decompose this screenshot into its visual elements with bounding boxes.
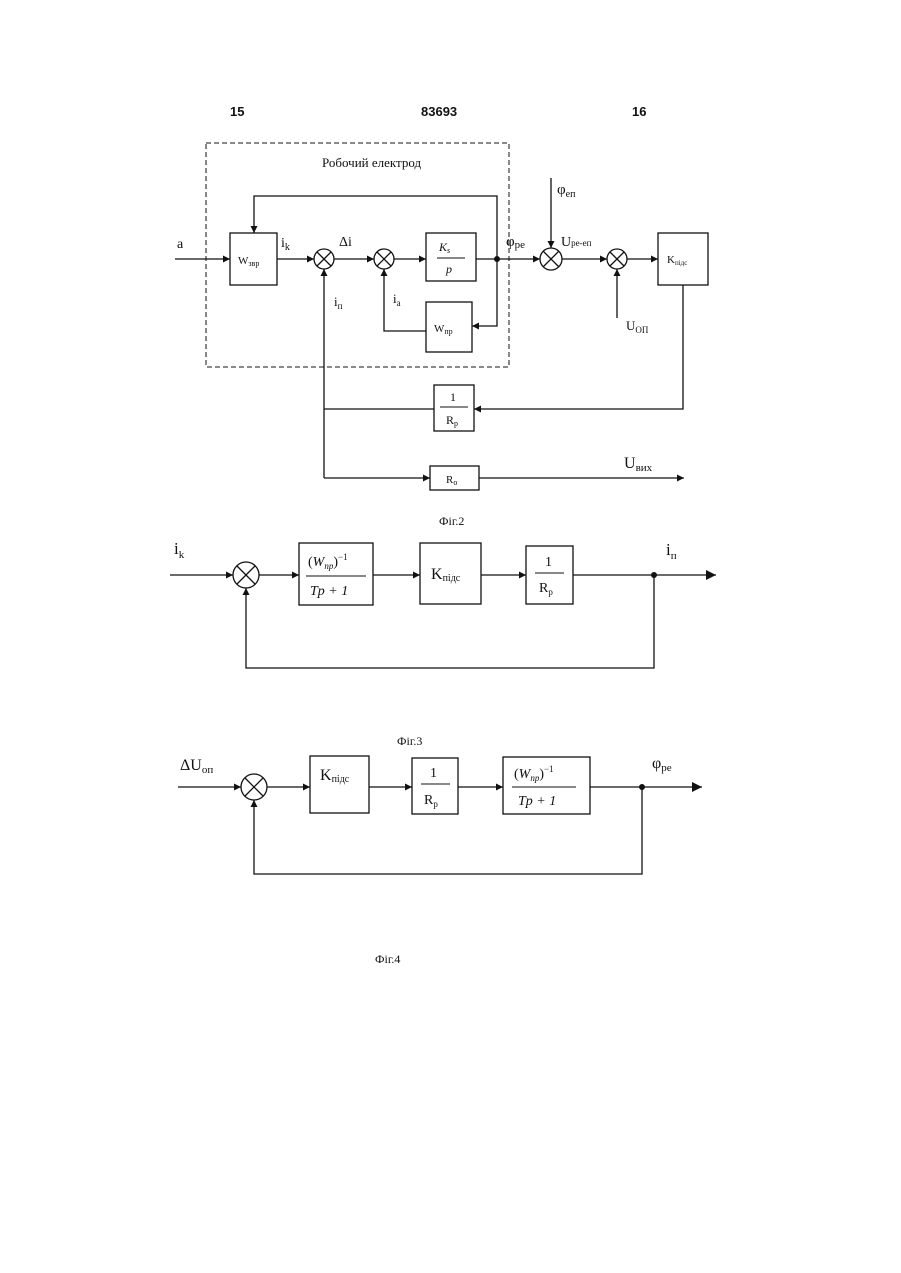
summing-junction-4 — [607, 249, 627, 269]
figure-3: (Wпр)−1 Tp + 1 Kпідс 1 Rp ik iп — [170, 539, 716, 668]
label-u-out: Uвих — [624, 455, 653, 474]
label-ip: iп — [334, 294, 343, 311]
figure-2-caption: Фіг.2 — [439, 514, 464, 528]
working-electrode-label: Робочий електрод — [322, 155, 422, 170]
figure-3-caption: Фіг.3 — [397, 734, 422, 748]
block-ks-denominator: p — [445, 262, 452, 276]
block-rp-numerator: 1 — [450, 390, 456, 404]
figure-2: Робочий електрод Wзвр Ks p Wпр Kпідс 1 R… — [175, 143, 708, 490]
label-input-a: a — [177, 237, 184, 252]
summing-junction-1 — [314, 249, 334, 269]
fig3-label-input: ik — [174, 539, 185, 561]
fig4-tf-denominator: Tp + 1 — [518, 794, 556, 809]
figure-4: Kпідс 1 Rp (Wпр)−1 Tp + 1 ΔUоп φpe — [178, 755, 702, 874]
label-phi-re: φpe — [506, 234, 525, 251]
fig3-rp-numerator: 1 — [545, 555, 552, 570]
summing-junction-fig3 — [233, 562, 259, 588]
fig4-label-input: ΔUоп — [180, 757, 213, 776]
fig4-rp-numerator: 1 — [430, 766, 437, 781]
label-phi-ep: φеп — [557, 182, 576, 200]
fig3-tf-denominator: Tp + 1 — [310, 584, 348, 599]
wire-ia — [384, 269, 426, 331]
label-delta-i: Δi — [339, 235, 352, 250]
label-u-reep: Upe-еп — [561, 235, 592, 250]
label-ik: ik — [281, 236, 290, 253]
summing-junction-fig4 — [241, 774, 267, 800]
label-ia: ia — [393, 291, 401, 308]
summing-junction-3 — [540, 248, 562, 270]
wire-k-pdc-to-rp — [474, 285, 683, 409]
figure-4-caption: Фіг.4 — [375, 952, 400, 966]
summing-junction-2 — [374, 249, 394, 269]
label-u-op: UОП — [626, 318, 649, 335]
fig3-label-output: iп — [666, 540, 677, 562]
fig4-label-output: φpe — [652, 755, 672, 774]
